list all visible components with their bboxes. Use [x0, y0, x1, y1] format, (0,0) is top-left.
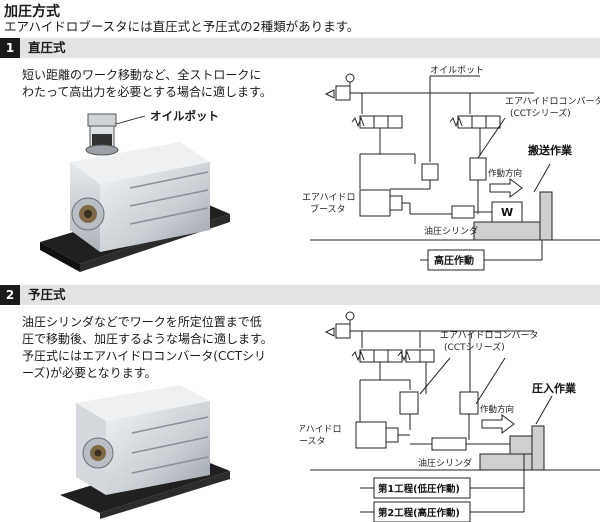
diagram2-direction-label: 作動方向 — [480, 404, 514, 415]
section-2-line: 予圧式にはエアハイドロコンバータ(CCTシリ — [22, 349, 267, 363]
section-2-line: 圧で移動後、加圧するような場合に適します。 — [22, 332, 273, 346]
diagram1-high-pressure-label: 高圧作動 — [434, 254, 474, 267]
diagram1-oil-pot-label: オイルポット — [430, 65, 484, 76]
diagram1-converter-label: エアハイドロコンバータ — [505, 96, 600, 107]
direct-pressure-circuit-diagram: オイルポット エアハイドロコンバータ (CCTシリーズ) 搬送作業 作動方向 エ… — [302, 65, 600, 271]
section-1-title: 直圧式 — [28, 40, 66, 55]
diagram1-direction-label: 作動方向 — [488, 168, 522, 179]
diagram1-booster-label-2: ブースタ — [310, 203, 346, 215]
diagram2-converter-series: (CCTシリーズ) — [444, 341, 505, 353]
diagram2-booster-label: エアハイドロ — [300, 425, 341, 435]
diagram2-step2-label: 第2工程(高圧作動) — [378, 507, 460, 519]
diagram2-step1-label: 第1工程(低圧作動) — [378, 483, 460, 495]
diagram2-converter-label: エアハイドロコンバータ — [440, 330, 538, 341]
section-2-description: 油圧シリンダなどでワークを所定位置まで低 圧で移動後、加圧するような場合に適しま… — [22, 314, 273, 382]
diagram2-press-label: 圧入作業 — [532, 381, 577, 395]
section-2-title: 予圧式 — [28, 287, 66, 302]
section-2-line: 油圧シリンダなどでワークを所定位置まで低 — [22, 315, 262, 329]
section-1-number: 1 — [0, 38, 20, 58]
diagram1-converter-series: (CCTシリーズ) — [510, 107, 571, 119]
diagram1-transfer-label: 搬送作業 — [528, 143, 573, 157]
pre-pressure-circuit-diagram: エアハイドロコンバータ (CCTシリーズ) 圧入作業 作動方向 エアハイドロ ブ… — [300, 311, 600, 522]
diagram2-booster-label-2: ブースタ — [300, 435, 326, 447]
direct-pressure-booster-photo — [40, 113, 230, 272]
section-2-line: ーズ)が必要となります。 — [22, 366, 157, 380]
pre-pressure-booster-photo — [60, 385, 230, 519]
section-2-header: 2 予圧式 — [0, 285, 600, 305]
oil-pot-callout: オイルポット — [150, 109, 219, 123]
diagram2-cylinder-label: 油圧シリンダ — [418, 457, 472, 469]
section-1-line: わたって高出力を必要とする場合に適します。 — [22, 85, 272, 99]
diagram1-work-label: W — [501, 206, 513, 219]
diagram1-cylinder-label: 油圧シリンダ — [424, 225, 478, 237]
section-1-line: 短い距離のワーク移動など、全ストロークに — [22, 68, 262, 82]
section-1-header: 1 直圧式 — [0, 38, 600, 58]
diagram1-booster-label: エアハイドロ — [302, 193, 355, 203]
section-1-description: 短い距離のワーク移動など、全ストロークに わたって高出力を必要とする場合に適しま… — [22, 67, 272, 101]
section-2-number: 2 — [0, 285, 20, 305]
page-title: 加圧方式 — [4, 4, 60, 20]
page-intro: エアハイドロブースタには直圧式と予圧式の2種類があります。 — [4, 19, 360, 34]
